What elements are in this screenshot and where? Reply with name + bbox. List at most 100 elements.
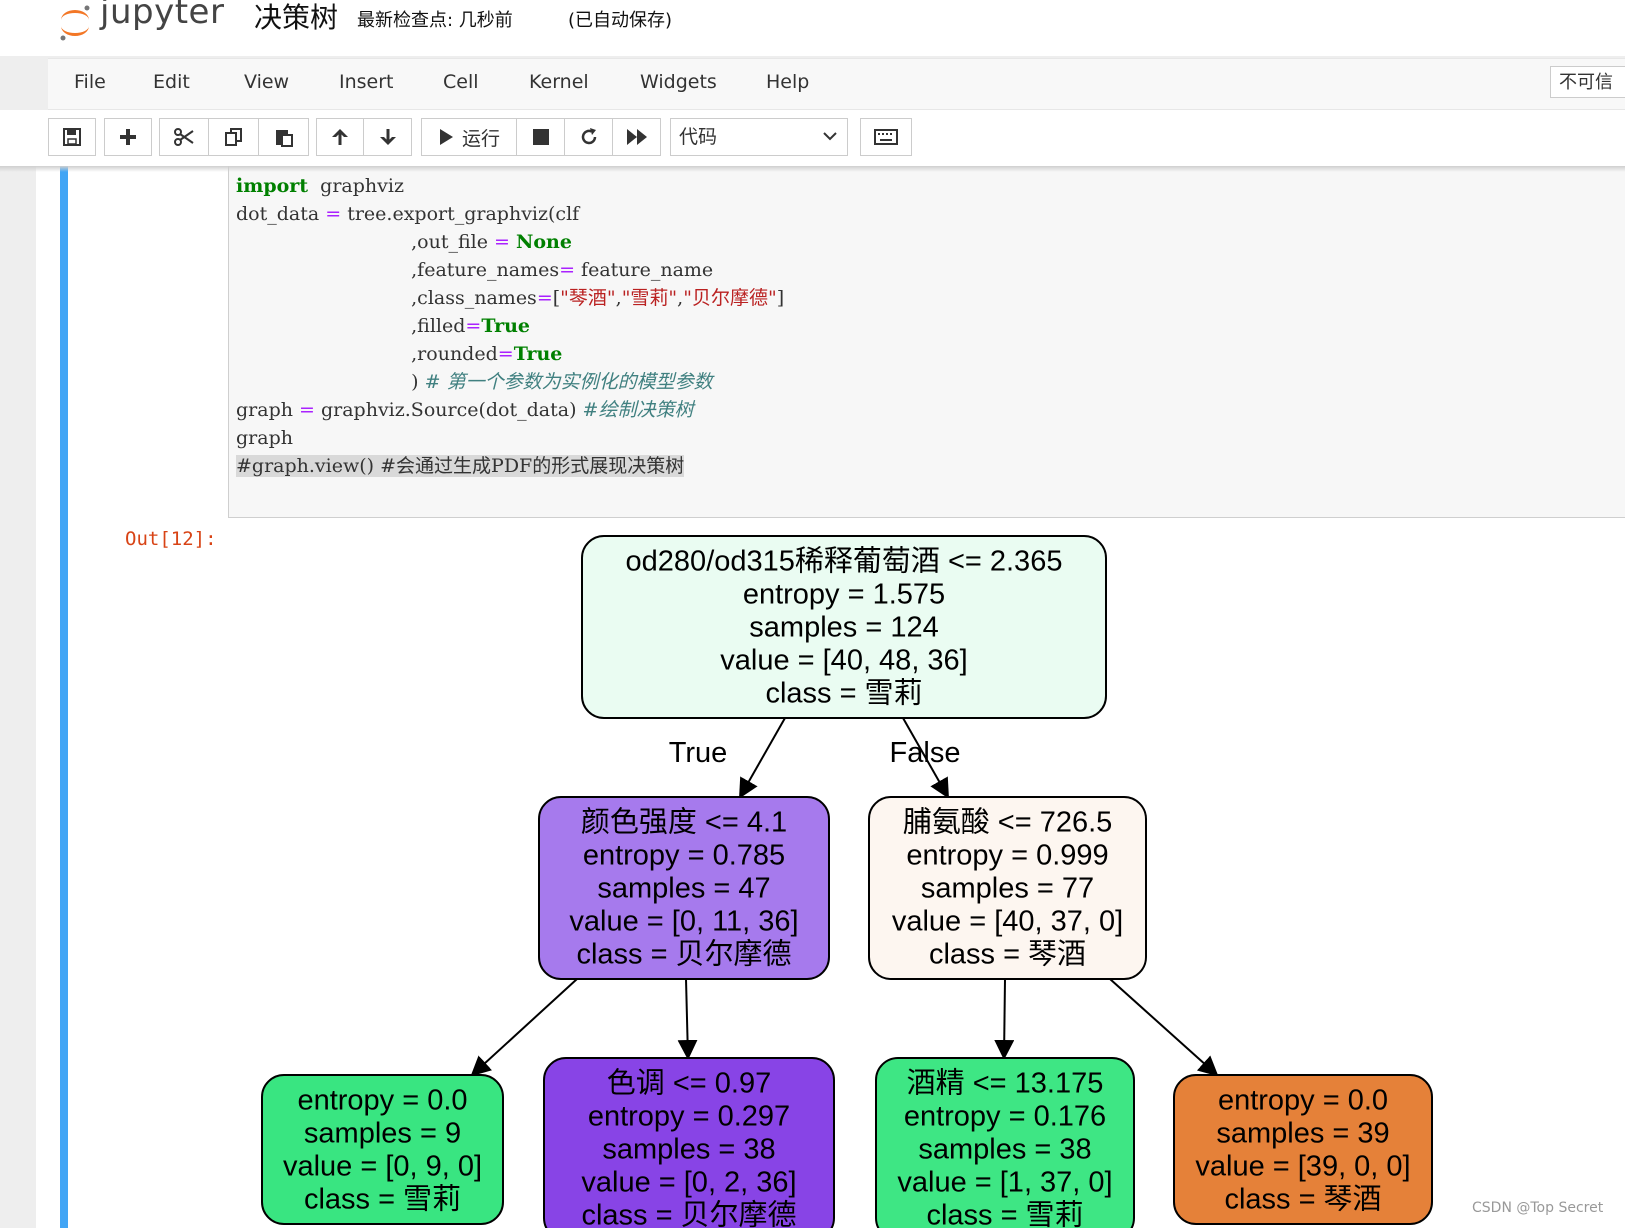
- selected-cell-indicator: [60, 166, 68, 1228]
- code-token: feature_name: [575, 259, 714, 281]
- restart-kernel-button[interactable]: [565, 118, 613, 156]
- tree-edge: [470, 978, 578, 1077]
- interrupt-kernel-button[interactable]: [517, 118, 565, 156]
- move-down-button[interactable]: [364, 118, 412, 156]
- paste-button[interactable]: [259, 118, 309, 156]
- tree-node-line: entropy = 0.0: [1218, 1085, 1388, 1117]
- menu-insert[interactable]: Insert: [339, 71, 394, 93]
- code-token: graph: [236, 399, 300, 421]
- move-up-button[interactable]: [316, 118, 364, 156]
- play-icon: [439, 129, 453, 145]
- scissors-icon: [174, 128, 194, 146]
- tree-edge: [994, 978, 1015, 1060]
- code-token: =: [497, 343, 514, 365]
- code-token: "琴酒": [560, 287, 616, 309]
- code-token: ): [236, 371, 425, 393]
- code-line: ,filled=True: [236, 312, 784, 340]
- copy-button[interactable]: [209, 118, 259, 156]
- code-token: =: [536, 287, 553, 309]
- menu-file[interactable]: File: [74, 71, 106, 93]
- paste-icon: [275, 130, 293, 147]
- tree-node-line: value = [39, 0, 0]: [1195, 1151, 1410, 1183]
- code-token: dot_data: [236, 203, 326, 225]
- code-token: import: [236, 175, 309, 197]
- code-token: =: [325, 203, 342, 225]
- code-token: # 第一个参数为实例化的模型参数: [424, 371, 713, 393]
- cell-type-select[interactable]: 代码: [670, 118, 848, 156]
- tree-node-line: samples = 77: [921, 873, 1094, 905]
- insert-cell-button[interactable]: [104, 118, 152, 156]
- tree-node-line: samples = 39: [1216, 1118, 1389, 1150]
- cut-button[interactable]: [159, 118, 209, 156]
- code-line: graph = graphviz.Source(dot_data) #绘制决策树: [236, 396, 784, 424]
- tree-node-line: 色调 <= 0.97: [607, 1067, 771, 1100]
- edge-label: True: [669, 737, 728, 769]
- tree-edge: [902, 717, 949, 799]
- code-line: ,class_names=["琴酒","雪莉","贝尔摩德"]: [236, 284, 784, 312]
- tree-node-line: class = 贝尔摩德: [581, 1199, 796, 1228]
- arrow-up-icon: [332, 129, 348, 145]
- tree-node-line: entropy = 0.176: [904, 1101, 1106, 1133]
- tree-node-line: samples = 47: [597, 873, 770, 905]
- code-token: ,out_file: [236, 231, 495, 253]
- code-editor[interactable]: import graphviz dot_data = tree.export_gr…: [236, 172, 784, 480]
- tree-node-line: entropy = 0.785: [583, 840, 785, 872]
- code-token: graphviz: [308, 175, 404, 197]
- tree-node-line: class = 雪莉: [765, 677, 922, 710]
- tree-node-line: 酒精 <= 13.175: [907, 1067, 1104, 1100]
- save-button[interactable]: [48, 118, 96, 156]
- checkpoint-status: 最新检查点: 几秒前: [357, 10, 513, 31]
- code-token: "贝尔摩德": [683, 287, 777, 309]
- restart-run-all-button[interactable]: [613, 118, 661, 156]
- tree-node-box: [1173, 1074, 1433, 1225]
- refresh-icon: [581, 128, 596, 145]
- menu-edit[interactable]: Edit: [153, 71, 190, 93]
- code-token: =: [559, 259, 575, 281]
- tree-node-line: value = [40, 48, 36]: [720, 645, 968, 677]
- menu-kernel[interactable]: Kernel: [529, 71, 589, 93]
- notebook-title[interactable]: 决策树: [254, 1, 339, 34]
- command-palette-button[interactable]: [860, 118, 912, 156]
- tree-node-line: entropy = 0.297: [588, 1101, 790, 1133]
- code-token: None: [516, 231, 572, 253]
- tree-node-line: value = [0, 9, 0]: [283, 1151, 482, 1183]
- menu-widgets[interactable]: Widgets: [640, 71, 717, 93]
- code-token: #graph.view() #会通过生成PDF的形式展现决策树: [236, 455, 685, 477]
- code-token: ]: [776, 287, 785, 309]
- tree-node-line: value = [0, 2, 36]: [581, 1167, 796, 1199]
- toolbar: 运行 代码: [0, 110, 1625, 166]
- tree-node-line: samples = 38: [602, 1134, 775, 1166]
- jupyter-logo-icon[interactable]: [55, 2, 95, 42]
- tree-node-line: class = 琴酒: [1224, 1184, 1381, 1216]
- menu-cell[interactable]: Cell: [443, 71, 479, 93]
- code-token: "雪莉": [621, 287, 678, 309]
- stop-icon: [532, 129, 549, 145]
- jupyter-wordmark[interactable]: jupyter: [100, 0, 225, 32]
- code-line: #graph.view() #会通过生成PDF的形式展现决策树: [236, 452, 784, 480]
- tree-node-line: class = 贝尔摩德: [576, 938, 791, 971]
- code-token: ,filled: [236, 315, 466, 337]
- tree-node-line: samples = 9: [304, 1118, 461, 1150]
- code-line: ) # 第一个参数为实例化的模型参数: [236, 368, 784, 396]
- run-button[interactable]: 运行: [421, 118, 517, 156]
- code-line: dot_data = tree.export_graphviz(clf: [236, 200, 784, 228]
- code-token: ,: [677, 287, 684, 309]
- copy-icon: [224, 128, 242, 146]
- code-token: =: [494, 231, 510, 253]
- code-token: ,: [615, 287, 622, 309]
- not-trusted-button[interactable]: 不可信: [1550, 66, 1625, 98]
- tree-node-line: 颜色强度 <= 4.1: [581, 806, 787, 839]
- tree-node-line: entropy = 0.999: [906, 840, 1108, 872]
- menu-help[interactable]: Help: [766, 71, 810, 93]
- code-line: graph: [236, 424, 784, 452]
- tree-node-line: class = 雪莉: [926, 1199, 1083, 1228]
- code-line: ,feature_names= feature_name: [236, 256, 784, 284]
- keyboard-icon: [874, 129, 898, 145]
- menu-view[interactable]: View: [244, 71, 290, 93]
- tree-node-box: [543, 1057, 835, 1228]
